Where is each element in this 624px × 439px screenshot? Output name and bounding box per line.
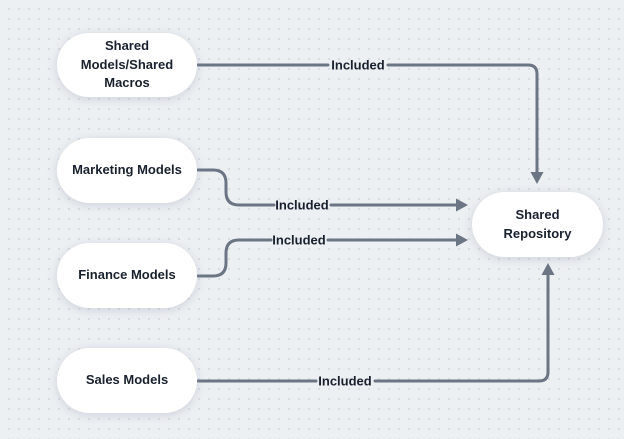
arrow-shared-models-to-repository (196, 63, 544, 184)
arrowhead-right-icon (456, 198, 468, 212)
arrow-marketing-models-to-repository (196, 168, 468, 212)
arrowhead-down-icon (530, 172, 544, 184)
arrow-sales-models-to-repository (196, 263, 555, 383)
edge-label-included-shared-models: Included (331, 57, 385, 73)
node-shared-models-shared-macros: Shared Models/Shared Macros (57, 33, 197, 97)
arrow-finance-models-to-repository (196, 233, 468, 278)
node-sales-models: Sales Models (57, 348, 197, 413)
edge-label-included-marketing: Included (275, 197, 329, 213)
node-label: Sales Models (85, 372, 169, 388)
node-label: Marketing Models (72, 162, 182, 178)
edge-label-included-finance: Included (272, 232, 326, 248)
arrowhead-up-icon (541, 263, 555, 275)
arrowhead-right-icon (456, 233, 468, 247)
node-label: Finance Models (78, 267, 176, 283)
node-label: Shared Models/Shared Macros (80, 37, 174, 91)
node-marketing-models: Marketing Models (57, 138, 197, 203)
node-finance-models: Finance Models (57, 243, 197, 308)
node-shared-repository: Shared Repository (472, 192, 603, 257)
node-label: Shared Repository (503, 206, 572, 241)
edge-label-included-sales: Included (318, 373, 372, 389)
